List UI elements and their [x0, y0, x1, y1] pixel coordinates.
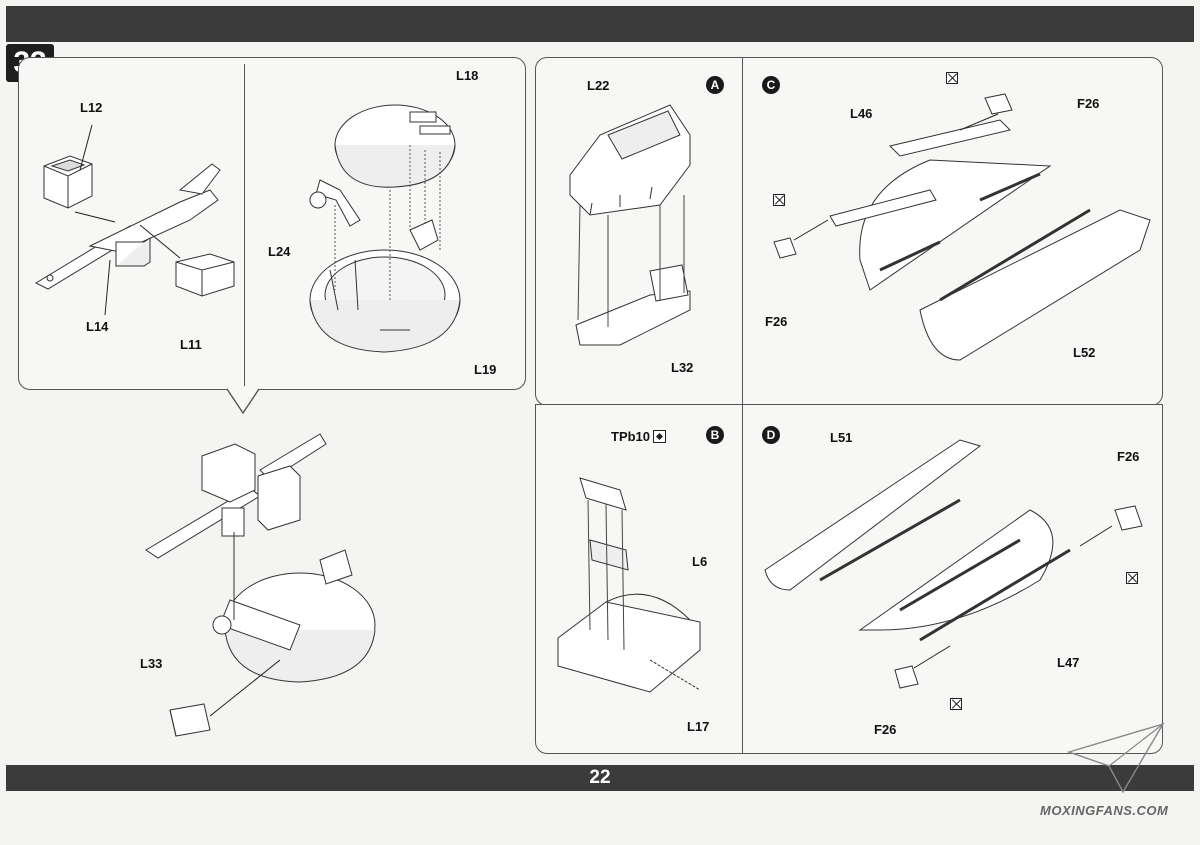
label-L17: L17 [687, 719, 710, 734]
subassembly-b-illustration [550, 470, 720, 710]
label-F26-bottom: F26 [874, 722, 897, 737]
subassembly-badge-a: A [706, 76, 724, 94]
cut-icon [1126, 572, 1138, 584]
label-L33: L33 [140, 656, 163, 671]
clear-part-icon [653, 430, 667, 443]
subassembly-panel-top [535, 57, 1163, 406]
subassembly-d-illustration [760, 430, 1160, 720]
subassembly-panel-bottom [535, 404, 1163, 754]
label-L47: L47 [1057, 655, 1080, 670]
label-L24: L24 [268, 244, 291, 259]
label-TPb10: TPb10 [611, 429, 667, 444]
subassembly-badge-d: D [762, 426, 780, 444]
label-L46: L46 [850, 106, 873, 121]
label-L19: L19 [474, 362, 497, 377]
machine-gun-illustration [30, 150, 240, 300]
label-L11: L11 [180, 337, 202, 352]
top-band [6, 6, 1194, 42]
callout-divider [244, 64, 245, 386]
subassembly-badge-b: B [706, 426, 724, 444]
label-L6: L6 [692, 554, 708, 569]
page-number: 22 [589, 767, 611, 788]
label-F26-top: F26 [1077, 96, 1100, 111]
subassembly-badge-c: C [762, 76, 780, 94]
bottom-band: 22 [6, 765, 1194, 791]
label-L14: L14 [86, 319, 109, 334]
label-F26-right: F26 [1117, 449, 1140, 464]
label-F26-left: F26 [765, 314, 788, 329]
hatch-illustration [260, 90, 520, 370]
paper-plane-logo [1065, 722, 1165, 797]
subassembly-c-illustration [760, 90, 1160, 380]
label-L22: L22 [587, 78, 610, 93]
cut-icon [950, 698, 962, 710]
assembled-mount-illustration [140, 420, 400, 750]
cut-icon [773, 194, 785, 206]
callout-pointer [225, 389, 265, 419]
panel-divider-vertical [742, 58, 743, 753]
label-TPb10-text: TPb10 [611, 429, 651, 444]
label-L18: L18 [456, 68, 479, 83]
cut-icon [946, 72, 958, 84]
ammo-box-L11 [170, 250, 240, 300]
subassembly-a-illustration [560, 95, 710, 365]
watermark-text: MOXINGFANS.COM [1040, 803, 1169, 818]
label-L52: L52 [1073, 345, 1096, 360]
label-L51: L51 [830, 430, 853, 445]
label-L12: L12 [80, 100, 103, 115]
assembly-arrows-left [0, 0, 260, 400]
label-L32: L32 [671, 360, 694, 375]
